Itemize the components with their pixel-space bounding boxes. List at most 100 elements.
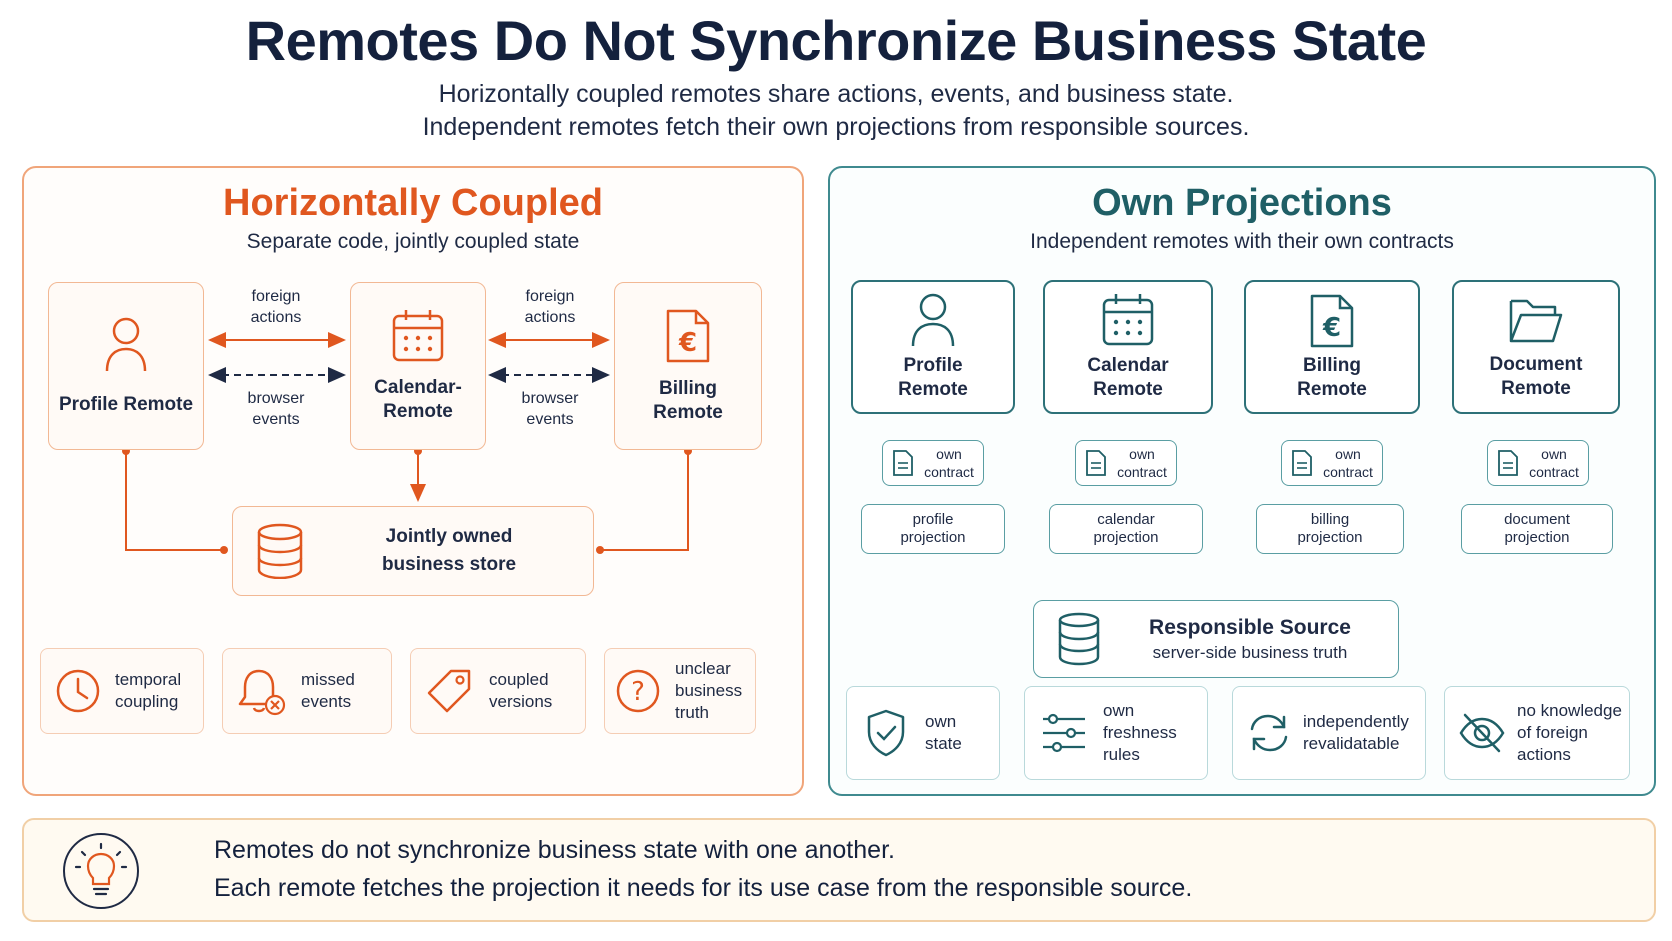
right-billing-remote-node: € Billing Remote xyxy=(1244,280,1420,414)
benefit-text: rules xyxy=(1103,745,1140,764)
billing-remote-label-2: Remote xyxy=(653,402,723,423)
benefit-text: own xyxy=(925,712,957,731)
benefit-revalidatable: independently revalidatable xyxy=(1232,686,1426,780)
jointly-owned-store: Jointly owned business store xyxy=(232,506,594,596)
svg-text:?: ? xyxy=(631,677,645,707)
key-takeaway-bar: Remotes do not synchronize business stat… xyxy=(22,818,1656,922)
right-panel-subtitle: Independent remotes with their own contr… xyxy=(1030,230,1454,253)
projection-text: calendar xyxy=(1097,511,1155,528)
remote-name: Remote xyxy=(1093,379,1163,400)
problem-text: missed xyxy=(301,670,355,689)
tag-icon xyxy=(427,669,471,713)
document-icon xyxy=(893,450,913,476)
contract-text: contract xyxy=(1323,464,1373,480)
problem-text: coupled xyxy=(489,670,549,689)
invoice-euro-icon: € xyxy=(666,309,710,363)
source-title: Responsible Source xyxy=(1149,616,1351,639)
remote-name: Billing xyxy=(1302,355,1362,376)
right-profile-remote-node: Profile Remote xyxy=(851,280,1015,414)
right-panel-title: Own Projections xyxy=(1092,182,1392,224)
benefit-text: own xyxy=(1103,701,1135,720)
responsible-source: Responsible Source server-side business … xyxy=(1033,600,1399,678)
bell-missed-icon xyxy=(238,669,286,716)
remote-name: Calendar xyxy=(1087,355,1169,376)
contract-text: contract xyxy=(1529,464,1579,480)
remote-name: Remote xyxy=(1297,379,1367,400)
database-icon xyxy=(1058,612,1100,666)
remote-name: Remote xyxy=(898,379,968,400)
projection-text: projection xyxy=(1297,529,1363,546)
sliders-icon xyxy=(1043,713,1085,753)
benefit-text: no knowledge xyxy=(1517,701,1622,720)
eye-off-icon xyxy=(1459,713,1505,753)
remote-name: Document xyxy=(1489,354,1583,375)
document-icon xyxy=(1292,450,1312,476)
problem-text: business xyxy=(675,681,743,700)
calendar-icon xyxy=(1102,294,1154,346)
store-label-2: business store xyxy=(381,554,517,575)
svg-text:€: € xyxy=(678,328,697,358)
svg-text:€: € xyxy=(1322,313,1341,343)
lightbulb-icon xyxy=(63,833,139,909)
contract-text: contract xyxy=(1117,464,1167,480)
contract-card: own contract xyxy=(1281,440,1383,486)
benefit-text: independently xyxy=(1303,712,1409,731)
refresh-icon xyxy=(1250,714,1288,752)
benefit-own-state: own state xyxy=(846,686,1000,780)
page-subtitle-line-1: Horizontally coupled remotes share actio… xyxy=(438,80,1234,108)
contract-text: own xyxy=(1335,446,1361,462)
source-subtitle: server-side business truth xyxy=(1152,643,1348,662)
problem-temporal-coupling: temporal coupling xyxy=(40,648,204,734)
problem-coupled-versions: coupled versions xyxy=(410,648,586,734)
projection-text: billing xyxy=(1310,511,1350,528)
document-icon xyxy=(1498,450,1518,476)
right-calendar-remote-node: Calendar Remote xyxy=(1043,280,1213,414)
remote-name: Profile xyxy=(903,355,963,376)
benefit-text: revalidatable xyxy=(1303,734,1400,753)
problem-text: unclear xyxy=(675,659,731,678)
clock-icon xyxy=(56,669,100,713)
contract-text: own xyxy=(936,446,962,462)
projection-text: projection xyxy=(1093,529,1159,546)
benefit-text: actions xyxy=(1517,745,1571,764)
contract-text: own xyxy=(1129,446,1155,462)
document-icon xyxy=(1086,450,1106,476)
user-icon xyxy=(105,317,147,372)
calendar-icon xyxy=(392,310,444,362)
calendar-remote-node: Calendar- Remote xyxy=(350,282,486,450)
question-icon: ? xyxy=(616,669,660,713)
problem-text: versions xyxy=(489,692,553,711)
user-icon xyxy=(911,293,955,347)
right-document-remote-node: Document Remote xyxy=(1452,280,1620,414)
problem-text: coupling xyxy=(115,692,179,711)
benefit-text: state xyxy=(925,734,962,753)
calendar-remote-label-2: Remote xyxy=(383,401,453,422)
projection-text: projection xyxy=(900,529,966,546)
shield-check-icon xyxy=(867,709,905,757)
takeaway-line-1: Remotes do not synchronize business stat… xyxy=(214,836,895,864)
store-label-1: Jointly owned xyxy=(385,526,513,547)
profile-remote-label: Profile Remote xyxy=(58,394,194,415)
profile-remote-node: Profile Remote xyxy=(48,282,204,450)
calendar-remote-label-1: Calendar- xyxy=(374,377,462,398)
projection-text: document xyxy=(1504,511,1570,528)
page-subtitle-line-2: Independent remotes fetch their own proj… xyxy=(422,113,1250,141)
benefit-text: freshness xyxy=(1103,723,1177,742)
projection-text: profile xyxy=(912,511,954,528)
folder-icon xyxy=(1509,299,1563,343)
billing-remote-node: € Billing Remote xyxy=(614,282,762,450)
problem-text: temporal xyxy=(115,670,182,689)
